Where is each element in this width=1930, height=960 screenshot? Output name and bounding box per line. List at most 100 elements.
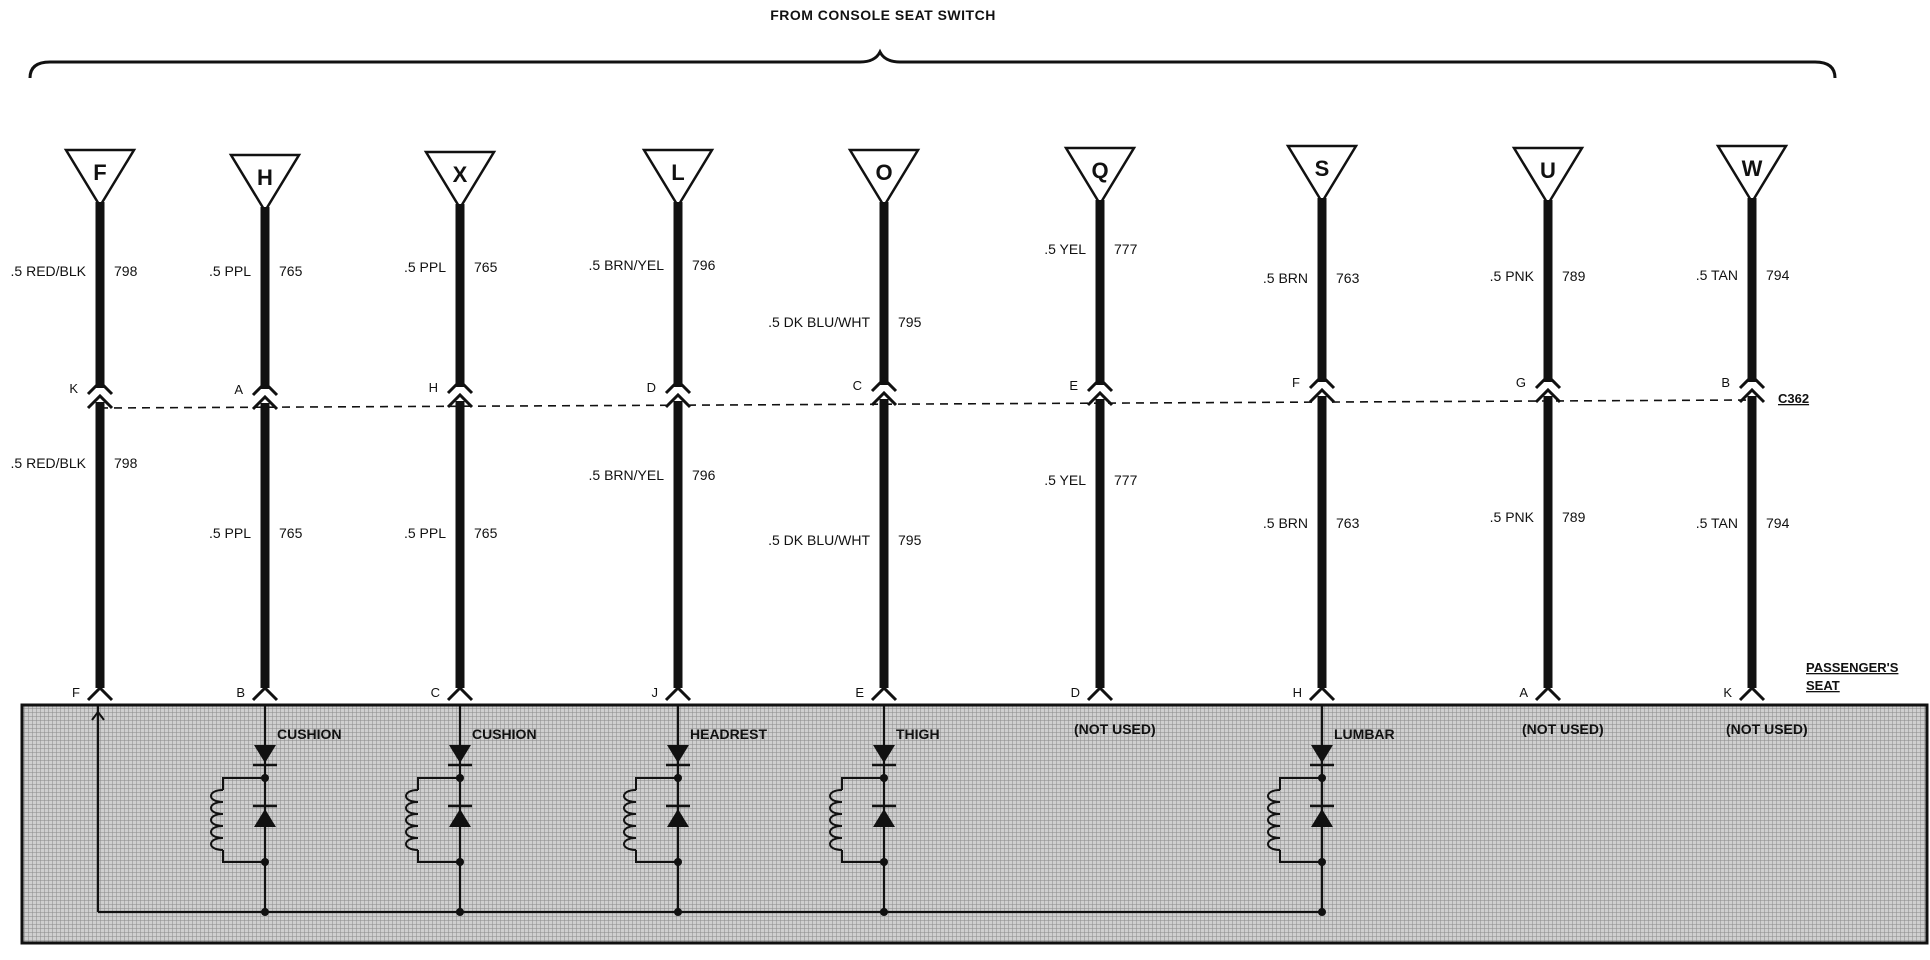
diode-icon [449,745,471,763]
connector-chevron [251,394,279,411]
connector-chevron [664,392,692,409]
wire-color-lower: .5 PPL [209,525,251,541]
not-used-label: (NOT USED) [1726,721,1808,737]
circuit-number-upper: 763 [1336,270,1360,286]
pin-triangle [63,148,137,209]
connector-chevron [1308,685,1336,702]
connector-c362-line [99,399,1751,409]
circuit-number-lower: 798 [114,455,138,471]
seat-title-line1: PASSENGER'S [1806,660,1899,675]
connector-chevron [1738,685,1766,702]
connector-pin-bottom: F [72,685,80,700]
connector-pin-bottom: H [1293,685,1302,700]
pin-letter: X [453,162,468,187]
component-label: HEADREST [690,726,767,742]
connector-pin-top: H [429,380,438,395]
pin-letter: S [1315,156,1330,181]
connector-chevron [870,376,898,393]
pin-triangle [1285,144,1359,205]
motor-coil-icon [623,789,637,851]
wire-color-lower: .5 BRN [1263,515,1308,531]
connector-pin-bottom: D [1071,685,1080,700]
connector-pin-bottom: C [431,685,440,700]
diode-icon [254,745,276,763]
circuit-number-lower: 796 [692,467,716,483]
circuit-number-lower: 765 [279,525,303,541]
connector-chevron [1086,390,1114,407]
diagram-title: FROM CONSOLE SEAT SWITCH [770,7,996,23]
seat-title-line2: SEAT [1806,678,1840,693]
pin-triangle [228,153,302,214]
connector-chevron [870,685,898,702]
pin-letter: O [875,160,892,185]
connector-pin-bottom: J [652,685,659,700]
console-brace [28,48,1837,79]
circuit-number-upper: 765 [279,263,303,279]
ground-bus [91,705,1322,914]
connector-pin-top: K [69,381,78,396]
connector-chevron [446,378,474,395]
connector-pin-top: E [1069,378,1078,393]
wire-color-lower: .5 DK BLU/WHT [768,532,870,548]
component-label: THIGH [896,726,940,742]
circuit-number-lower: 777 [1114,472,1138,488]
connector-chevron [251,380,279,397]
connector-pin-top: G [1516,375,1526,390]
motor-coil-icon [1267,789,1281,851]
connector-chevron [446,392,474,409]
wire-color-lower: .5 TAN [1696,515,1738,531]
pin-letter: W [1742,156,1763,181]
motor-assembly [1267,705,1334,916]
connector-chevron [1308,387,1336,404]
connector-chevron [1086,685,1114,702]
wire-color-upper: .5 DK BLU/WHT [768,314,870,330]
connector-chevron [1534,685,1562,702]
connector-chevron [251,685,279,702]
passenger-seat-box [20,703,1929,945]
wire-color-upper: .5 YEL [1044,241,1086,257]
circuit-number-upper: 795 [898,314,922,330]
circuit-number-lower: 763 [1336,515,1360,531]
connector-pin-top: A [234,382,243,397]
connector-pin-bottom: B [236,685,245,700]
wire-color-upper: .5 RED/BLK [11,263,87,279]
connector-chevron [1738,387,1766,404]
connector-c362-label: C362 [1778,391,1809,406]
wire-color-lower: .5 RED/BLK [11,455,87,471]
diode-icon [667,745,689,763]
pin-letter: U [1540,158,1556,183]
pin-triangle [1715,144,1789,205]
diode-icon [1311,745,1333,763]
not-used-label: (NOT USED) [1522,721,1604,737]
connector-pin-bottom: K [1723,685,1732,700]
wire-color-upper: .5 PNK [1490,268,1535,284]
pin-triangle [847,148,921,209]
wire-color-upper: .5 TAN [1696,267,1738,283]
pin-triangle [641,148,715,209]
component-label: LUMBAR [1334,726,1395,742]
motor-coil-icon [829,789,843,851]
motor-assembly [623,705,690,916]
wire-color-lower: .5 PPL [404,525,446,541]
pin-letter: H [257,165,273,190]
wire-color-lower: .5 YEL [1044,472,1086,488]
diode-icon [667,809,689,827]
connector-chevron [1308,373,1336,390]
connector-pin-bottom: E [855,685,864,700]
connector-chevron [1534,387,1562,404]
circuit-number-upper: 789 [1562,268,1586,284]
circuit-number-upper: 798 [114,263,138,279]
motor-coil-icon [405,789,419,851]
circuit-number-lower: 795 [898,532,922,548]
connector-pin-top: C [853,378,862,393]
wire-color-upper: .5 BRN [1263,270,1308,286]
circuit-number-upper: 777 [1114,241,1138,257]
connector-chevron [870,390,898,407]
connector-chevron [664,378,692,395]
pin-triangle [423,150,497,211]
